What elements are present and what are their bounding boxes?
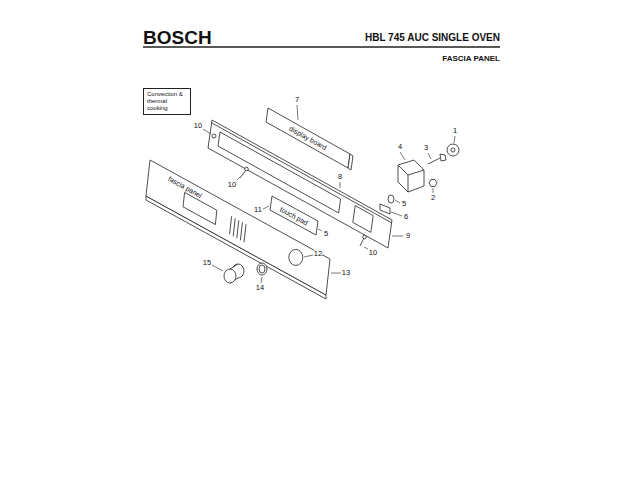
brand-logo: BOSCH: [143, 28, 212, 47]
note-text: Convection & thermal cooking: [147, 91, 187, 112]
grille-line: [230, 216, 232, 234]
plate: [380, 204, 390, 214]
nut: [429, 180, 437, 187]
leader-line: [331, 273, 341, 274]
spindle: [447, 144, 459, 156]
screw: [360, 238, 364, 246]
leader-line: [212, 265, 223, 271]
leader-line: [392, 236, 403, 237]
bolt-head: [440, 154, 446, 161]
section-heading: FASCIA PANEL: [442, 55, 500, 63]
leader-line: [261, 277, 262, 283]
note-box: Convection & thermal cooking: [143, 88, 191, 115]
leader-line: [428, 153, 431, 159]
bolt: [428, 158, 440, 164]
screw-head: [363, 235, 367, 239]
callout-number: 2: [431, 194, 435, 202]
fascia-panel: [146, 160, 330, 295]
callout-number: 1: [453, 127, 457, 135]
frame-lip: [212, 123, 392, 223]
screw-head: [245, 167, 249, 171]
display-board-edge: [348, 154, 353, 170]
ring-inner: [259, 265, 265, 273]
callout-number: 5: [402, 200, 406, 208]
bracket-fold: [398, 165, 424, 175]
leader-line: [263, 206, 269, 209]
leader-line: [395, 200, 400, 203]
screw: [240, 170, 246, 178]
bracket: [398, 160, 424, 192]
callout-number: 10: [369, 249, 377, 257]
callout-number: 8: [338, 173, 342, 181]
diagram-title: HBL 745 AUC SINGLE OVEN: [365, 33, 500, 43]
ring: [257, 263, 267, 275]
touch-pad: [270, 196, 318, 235]
knob-hole: [289, 249, 303, 265]
callout-number: 7: [295, 96, 299, 104]
knob-body: [230, 264, 238, 269]
leader-lines: [203, 105, 455, 283]
leader-line: [203, 129, 211, 134]
grille-line: [240, 222, 242, 240]
callout-number: 10: [228, 181, 236, 189]
callout-number: 12: [314, 250, 322, 258]
leader-line: [433, 188, 434, 193]
leader-line: [237, 177, 240, 180]
grille-line: [237, 220, 239, 238]
callout-number: 10: [194, 122, 202, 130]
callout-number: 9: [406, 232, 410, 240]
leader-line: [400, 152, 405, 160]
bracket-fold: [408, 175, 409, 192]
grille-line: [244, 224, 246, 242]
leader-line: [454, 136, 455, 143]
leader-line: [297, 105, 298, 120]
callout-number: 5: [324, 230, 328, 238]
leader-line: [364, 247, 368, 249]
callout-number: 14: [256, 284, 264, 292]
grille-line: [233, 218, 235, 236]
washer: [388, 195, 394, 203]
leader-line: [340, 182, 341, 188]
callout-number: 11: [254, 206, 262, 214]
leader-line: [304, 255, 313, 257]
leader-line: [391, 212, 402, 216]
callout-number: 4: [398, 143, 402, 151]
leader-line: [318, 229, 322, 231]
callout-number: 6: [404, 213, 408, 221]
callout-number: 13: [342, 269, 350, 277]
screw: [212, 134, 216, 138]
callout-number: 3: [424, 144, 428, 152]
spindle-centre: [451, 148, 455, 152]
knob-front: [224, 269, 236, 283]
callout-number: 15: [203, 259, 211, 267]
